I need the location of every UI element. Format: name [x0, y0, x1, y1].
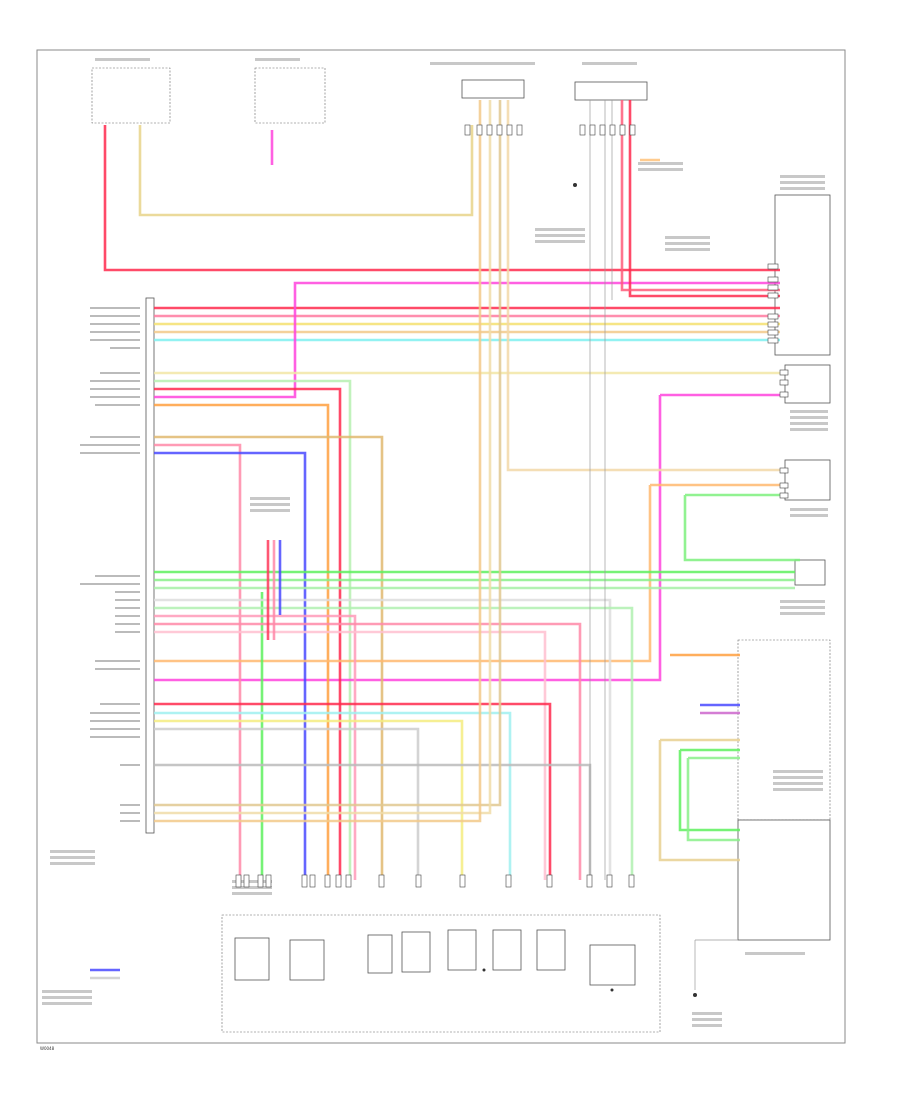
wire-bottom-tan — [154, 100, 502, 807]
wire-range-red-3 — [620, 100, 780, 292]
wire-bottom-tan-3 — [154, 100, 482, 823]
wire-range-magenta — [154, 281, 780, 399]
wire-lc-red — [154, 702, 552, 880]
wire-pc-grey — [154, 727, 420, 880]
joint-connector-top — [461, 79, 525, 99]
wire-lc-cyan — [154, 711, 512, 880]
transmission-range-switch — [774, 194, 831, 356]
wire-pc-yellow — [154, 719, 464, 880]
wire-sol-pink — [154, 614, 357, 880]
wire-oss-orange — [154, 483, 785, 663]
wire-sol-green — [154, 606, 634, 880]
turbine-speed-sensor — [234, 937, 270, 981]
shift-solenoid-a — [492, 929, 522, 971]
fuse-box-middle — [254, 67, 326, 124]
ac-pressure-sensor — [794, 559, 826, 586]
footer-code: W0048 — [40, 1046, 55, 1051]
diagram-frame — [36, 49, 846, 1044]
wire-sol-pink-2 — [154, 622, 582, 880]
ground-block — [589, 944, 636, 986]
lc-solenoid — [401, 931, 431, 973]
wire-tss-blue — [154, 451, 307, 880]
wire-tss-pink — [154, 443, 242, 880]
wire-oss-tan — [506, 100, 785, 472]
wire-shift-green-2 — [686, 756, 740, 842]
wire-oss-green — [683, 493, 800, 562]
pressure-control-solenoid — [447, 929, 477, 971]
wire-range-red-2 — [628, 100, 780, 298]
intermediate-speed-sensor — [289, 939, 325, 981]
input-speed-sensor — [784, 364, 831, 404]
atf-temp-sensor — [367, 934, 393, 974]
connector-pins — [235, 124, 789, 888]
shift-selector — [737, 819, 831, 941]
wire-gnd-black — [154, 763, 592, 880]
wire-shift-green — [678, 748, 740, 832]
wire-iss-magenta — [154, 393, 785, 682]
wire-iss-red — [154, 387, 342, 880]
wire-shift-tan — [658, 738, 740, 862]
wire-red-battery-feed — [103, 125, 780, 272]
combination-meter — [737, 639, 831, 821]
wire-tss-tan — [154, 435, 384, 880]
wire-sol-lightpink — [154, 630, 547, 880]
annotation-bars — [42, 58, 828, 1027]
solenoid-group-frame — [221, 914, 661, 1033]
ground-connector-top — [574, 81, 648, 101]
ecm-pin-labels — [80, 307, 140, 822]
ground-dots — [482, 183, 697, 997]
wire-bottom-tan-2 — [154, 100, 492, 815]
wire-sol-white — [154, 598, 612, 880]
wire-yellow-ign-feed — [138, 125, 474, 217]
shift-solenoid-b — [536, 929, 566, 971]
fuse-box-left — [91, 67, 171, 124]
ecm-connector-strip — [145, 297, 155, 834]
output-speed-sensor — [784, 459, 831, 501]
